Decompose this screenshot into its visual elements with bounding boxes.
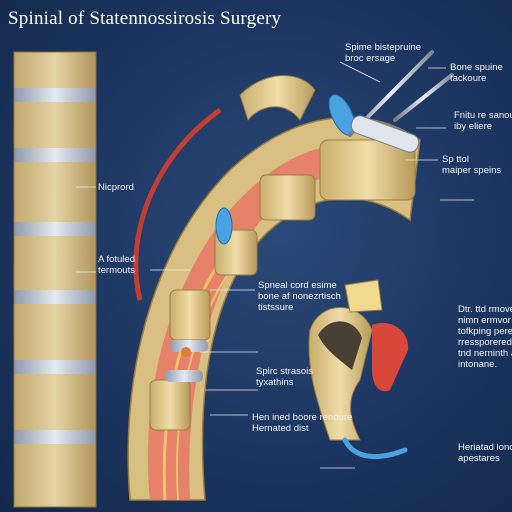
label-line: nimn ermvor al bbox=[458, 315, 512, 326]
label-line: tofkping pereued bbox=[458, 326, 512, 337]
label-line: Bone spuine bbox=[450, 62, 503, 73]
label-line: Spneal cord esime bbox=[258, 280, 337, 291]
label-line: Fnitu re sanousc bbox=[454, 110, 512, 121]
label-spirc-strasois: Spirc strasois tyxathins bbox=[256, 366, 313, 388]
label-line: Hernated dist bbox=[252, 423, 309, 434]
label-line: Spime bistepruine bbox=[345, 42, 422, 53]
label-line: intonane. bbox=[458, 359, 498, 370]
label-spime-bistepruine: Spime bistepruine broc ersage bbox=[345, 42, 421, 64]
label-line: tyxathins bbox=[256, 377, 294, 388]
label-line: termouts bbox=[98, 265, 135, 276]
label-heriatad-lonor: Heriatad lonor apestares bbox=[458, 442, 512, 464]
leader-lines bbox=[76, 61, 474, 469]
label-line: apestares bbox=[458, 453, 500, 464]
curved-spine bbox=[127, 75, 421, 501]
label-instrument-description: Dtr. ttd rmovel nimn ermvor al tofkping … bbox=[458, 304, 512, 370]
label-line: A fotuled bbox=[98, 254, 135, 265]
label-line: tackoure bbox=[450, 73, 487, 84]
label-line: tnd nerninth ared bbox=[458, 348, 512, 359]
label-nicprord: Nicprord bbox=[98, 182, 134, 193]
label-line: maiper speins bbox=[442, 165, 502, 176]
page-title: Spinial of Statennossirosis Surgery bbox=[8, 8, 282, 29]
label-hernated-dist: Hen ined boore renoure Hernated dist bbox=[252, 412, 352, 434]
label-line: iby eliere bbox=[454, 121, 493, 132]
label-fotuled-termouts: A fotuled termouts bbox=[98, 254, 135, 276]
label-line: Dtr. ttd rmovel bbox=[458, 304, 512, 315]
inset-detail bbox=[308, 279, 438, 460]
label-line: Sp ttol bbox=[442, 154, 469, 165]
label-line: Hen ined boore renoure bbox=[252, 412, 353, 423]
label-line: Nicprord bbox=[98, 182, 134, 193]
label-fnitu-re-sanousc: Fnitu re sanousc iby eliere bbox=[454, 110, 512, 132]
label-line: broc ersage bbox=[345, 53, 396, 64]
surgical-instruments bbox=[348, 50, 454, 153]
label-bone-spuine: Bone spuine tackoure bbox=[450, 62, 503, 84]
label-line: tistssure bbox=[258, 302, 294, 313]
label-line: Heriatad lonor bbox=[458, 442, 512, 453]
label-line: bone af nonezrtisch bbox=[258, 291, 341, 302]
label-line: Spirc strasois bbox=[256, 366, 314, 377]
left-spine-column bbox=[13, 51, 97, 508]
label-sp-ttol: Sp ttol maiper speins bbox=[442, 154, 501, 176]
label-line: rressporered fer bbox=[458, 337, 512, 348]
label-spneal-cord: Spneal cord esime bone af nonezrtisch ti… bbox=[258, 280, 341, 313]
